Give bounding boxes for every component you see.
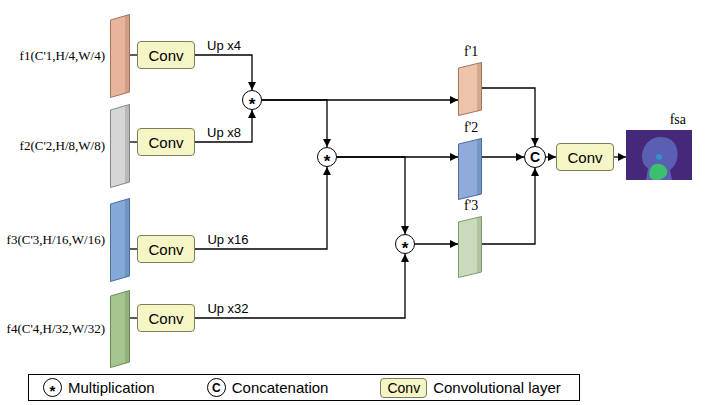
connector: [130, 141, 137, 142]
operator-circle: *: [242, 90, 262, 110]
feature-label: f'2: [464, 120, 478, 136]
head-silhouette: [642, 137, 678, 180]
connector: [195, 167, 327, 249]
connector: [130, 317, 137, 318]
connector: [482, 168, 535, 244]
conv-label: Conv: [148, 310, 183, 327]
legend-text: Concatenation: [232, 379, 329, 396]
slab-face: [111, 105, 130, 188]
slab-side: [125, 199, 130, 278]
feature-label: f'3: [464, 198, 478, 214]
slab-face: [111, 291, 130, 368]
slab-side: [477, 139, 482, 196]
legend-item: C Concatenation: [207, 378, 329, 397]
connector: [195, 55, 252, 90]
operator-symbol: C: [530, 150, 540, 164]
connector: [482, 88, 535, 146]
legend-text: Convolutional layer: [433, 379, 561, 396]
feature-map: f2(C'2,H/8,W/8): [20, 104, 130, 188]
slab-side: [125, 291, 130, 364]
connector: [337, 157, 405, 234]
slab-side: [125, 105, 130, 184]
connector: [130, 248, 137, 249]
connector: [195, 110, 252, 142]
edge-label: Up x8: [206, 125, 242, 140]
connector: [130, 54, 137, 55]
slab-face: [459, 217, 482, 278]
conv-box: Conv: [137, 41, 195, 69]
feature-label: f4(C'4,H/32,W/32): [7, 321, 105, 337]
legend-symbol: C: [207, 378, 226, 397]
conv-box: Conv: [137, 235, 195, 263]
segmentation-image: [626, 130, 692, 180]
slab-face: [111, 15, 130, 98]
operator-symbol: *: [324, 153, 331, 170]
operator-symbol: *: [249, 96, 256, 113]
fused-feature-map: f'2: [458, 120, 482, 200]
legend-symbol: *: [43, 378, 62, 397]
feature-map: f3(C'3,H/16,W/16): [7, 198, 130, 282]
legend-text: Multiplication: [68, 379, 155, 396]
legend-box: * Multiplication C Concatenation Conv Convolu…: [28, 374, 580, 401]
legend-symbol: Conv: [380, 378, 427, 398]
segment-region: [656, 154, 662, 160]
slab-face: [111, 199, 130, 282]
feature-slab: [458, 138, 482, 200]
feature-slab: [110, 14, 130, 98]
feature-slab: [458, 216, 482, 278]
operator-circle: C: [524, 146, 546, 168]
output-map: fsa: [626, 112, 692, 180]
operator-symbol: *: [402, 240, 409, 257]
conv-label: Conv: [148, 134, 183, 151]
feature-label: f'1: [464, 44, 478, 60]
fused-feature-map: f'1: [458, 44, 482, 116]
legend-symbol-text: *: [50, 383, 56, 398]
connector: [262, 100, 327, 147]
edge-label: Up x16: [206, 232, 249, 247]
edge-label: Up x4: [206, 38, 242, 53]
feature-label: f1(C'1,H/4,W/4): [20, 48, 105, 64]
legend-symbol-text: Conv: [387, 381, 420, 395]
edge-label: Up x32: [206, 301, 249, 316]
conv-label: Conv: [148, 47, 183, 64]
conv-label: Conv: [567, 149, 602, 166]
slab-side: [477, 217, 482, 274]
connector: [195, 254, 405, 318]
slab-side: [477, 63, 482, 112]
connector: [546, 156, 556, 157]
legend-symbol-text: C: [212, 382, 221, 394]
output-label: fsa: [670, 112, 686, 128]
feature-slab: [110, 198, 130, 282]
conv-label: Conv: [148, 241, 183, 258]
slab-face: [459, 63, 482, 116]
conv-box: Conv: [137, 304, 195, 332]
image-ground: [626, 130, 692, 180]
connector: [415, 243, 458, 244]
feature-slab: [110, 290, 130, 368]
feature-label: f2(C'2,H/8,W/8): [20, 138, 105, 154]
feature-map: f4(C'4,H/32,W/32): [7, 290, 130, 368]
feature-map: f1(C'1,H/4,W/4): [20, 14, 130, 98]
operator-circle: *: [317, 147, 337, 167]
legend-item: Conv Convolutional layer: [380, 378, 560, 398]
connector: [614, 156, 626, 157]
conv-box: Conv: [137, 128, 195, 156]
legend-item: * Multiplication: [43, 378, 155, 397]
connector: [482, 156, 524, 157]
slab-face: [459, 139, 482, 200]
fused-feature-map: f'3: [458, 198, 482, 278]
slab-side: [125, 15, 130, 94]
feature-label: f3(C'3,H/16,W/16): [7, 232, 105, 248]
feature-slab: [458, 62, 482, 116]
segment-region: [649, 164, 667, 180]
operator-circle: *: [395, 234, 415, 254]
conv-box: Conv: [556, 143, 614, 171]
feature-slab: [110, 104, 130, 188]
